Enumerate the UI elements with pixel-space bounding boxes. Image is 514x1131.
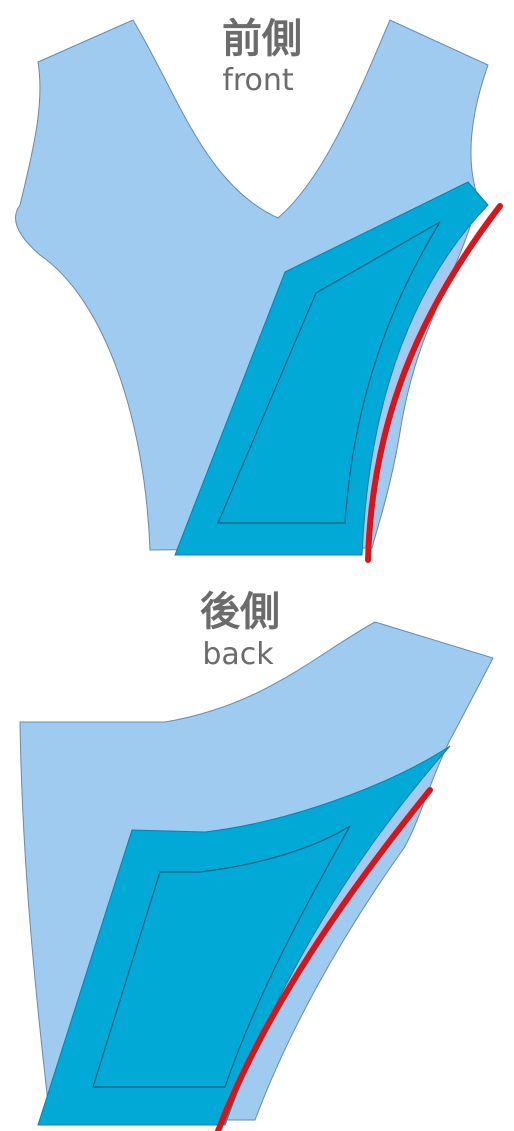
back-piece: 後側 back: [19, 589, 494, 1131]
front-stitch-outline: [217, 221, 441, 524]
front-piece: 前側 front: [15, 16, 503, 563]
back-label-zh: 後側: [200, 589, 280, 635]
front-label-zh: 前側: [222, 16, 302, 62]
front-side-panel: [174, 181, 489, 556]
back-label-en: back: [202, 637, 274, 672]
front-seam-line: [365, 203, 503, 563]
front-label-en: front: [222, 63, 294, 98]
back-seam-line: [215, 787, 433, 1131]
back-stitch-outline: [92, 825, 351, 1088]
